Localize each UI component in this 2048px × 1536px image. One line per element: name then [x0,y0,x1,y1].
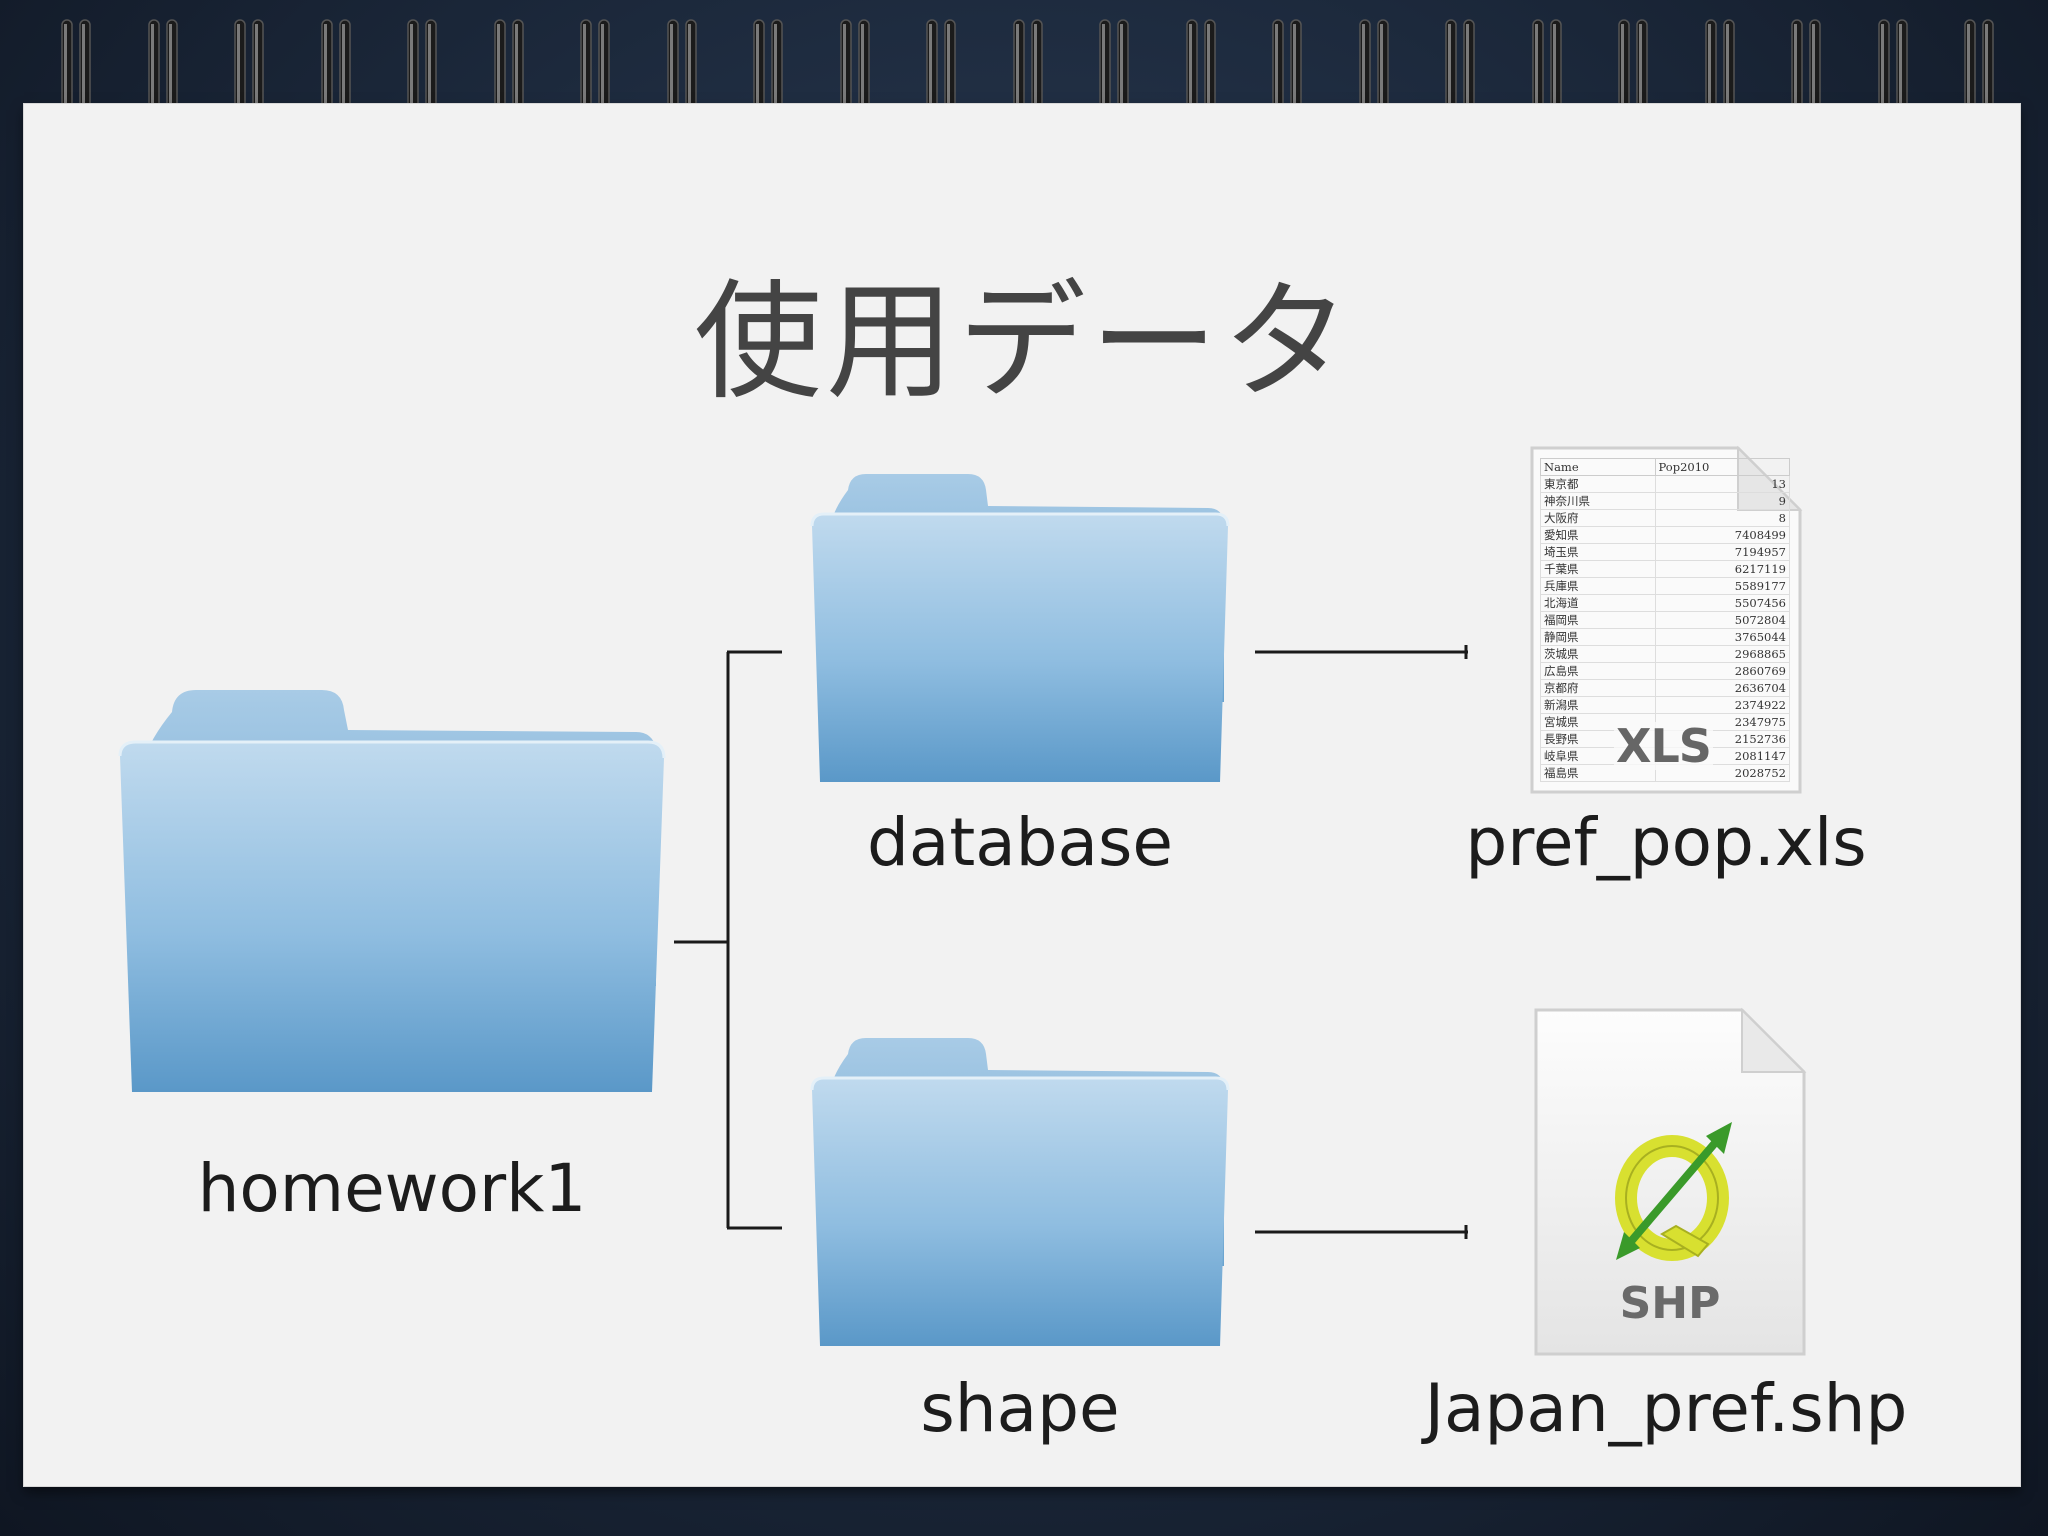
shape-folder-icon[interactable] [808,1036,1232,1348]
sheet-cell: 東京都 [1540,475,1656,493]
sheet-cell: 兵庫県 [1540,577,1656,595]
sheet-cell: 神奈川県 [1540,492,1656,510]
sheet-cell: 7408499 [1654,526,1790,544]
sheet-cell: 京都府 [1540,679,1656,697]
sheet-cell: 広島県 [1540,662,1656,680]
sheet-cell: 7194957 [1654,543,1790,561]
shp-badge: SHP [1619,1278,1721,1329]
sheet-cell: 3765044 [1654,628,1790,646]
sheet-cell: 13 [1654,475,1790,493]
sheet-cell: 静岡県 [1540,628,1656,646]
sheet-cell: 茨城県 [1540,645,1656,663]
sheet-cell: 8 [1654,509,1790,527]
sheet-cell: 2374922 [1654,696,1790,714]
sheet-cell: 5507456 [1654,594,1790,612]
japan-pref-shp-label: Japan_pref.shp [1424,1370,1908,1447]
sheet-cell: 2636704 [1654,679,1790,697]
sheet-header-cell: Pop2010 [1654,458,1790,476]
sheet-cell: 北海道 [1540,594,1656,612]
shp-file-icon[interactable]: SHP [1532,1006,1808,1358]
shape-label: shape [920,1370,1120,1447]
pref-pop-xls-label: pref_pop.xls [1465,804,1867,881]
sheet-cell: 2968865 [1654,645,1790,663]
sheet-cell: 新潟県 [1540,696,1656,714]
sheet-cell: 大阪府 [1540,509,1656,527]
sheet-header-cell: Name [1540,458,1656,476]
homework1-folder-icon[interactable] [116,686,668,1096]
sheet-cell: 9 [1654,492,1790,510]
sheet-cell: 6217119 [1654,560,1790,578]
sheet-cell: 2860769 [1654,662,1790,680]
sheet-cell: 5072804 [1654,611,1790,629]
sheet-cell: 5589177 [1654,577,1790,595]
database-folder-icon[interactable] [808,472,1232,784]
xls-badge: XLS [1614,719,1713,773]
qgis-logo-icon [1615,1122,1732,1261]
sheet-cell: 愛知県 [1540,526,1656,544]
sheet-cell: 福岡県 [1540,611,1656,629]
slide-title: 使用データ [693,268,1354,417]
database-label: database [867,804,1173,881]
homework1-label: homework1 [197,1150,587,1227]
sheet-cell: 千葉県 [1540,560,1656,578]
sheet-cell: 埼玉県 [1540,543,1656,561]
